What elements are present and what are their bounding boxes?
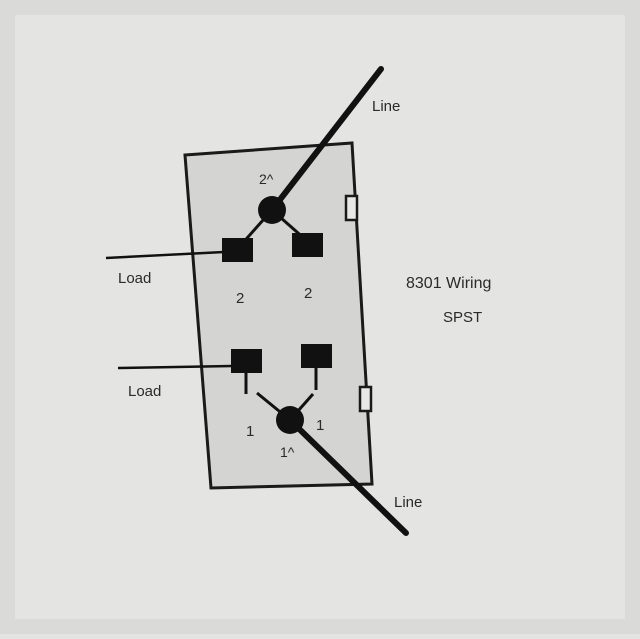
- line-label-top: Line: [372, 98, 400, 115]
- terminal-2-left: [222, 238, 253, 262]
- mounting-tab-bottom: [358, 385, 373, 413]
- line-wire-top: [269, 66, 384, 213]
- diagram-subtitle: SPST: [443, 309, 482, 326]
- terminal-1-right: [301, 344, 332, 368]
- switch-body: [183, 141, 374, 490]
- line-wire-bottom: [287, 417, 409, 536]
- terminal-2-right-label: 2: [304, 285, 312, 302]
- load-wire-bottom: [117, 364, 233, 370]
- load-wire-top: [105, 250, 225, 260]
- diagram-title: 8301 Wiring: [406, 275, 491, 292]
- switch-housing: [183, 141, 374, 490]
- mounting-tab-top: [344, 194, 359, 222]
- line-label-bottom: Line: [394, 494, 422, 511]
- common-terminal-1: [276, 406, 304, 434]
- terminal-2-left-label: 2: [236, 290, 244, 307]
- common-terminal-2: [258, 196, 286, 224]
- terminal-1-right-label: 1: [316, 417, 324, 434]
- terminal-2-right: [292, 233, 323, 257]
- terminal-1-left-label: 1: [246, 423, 254, 440]
- terminal-1-left: [231, 349, 262, 373]
- load-label-bottom: Load: [128, 383, 161, 400]
- terminal-2-caret-label: 2^: [259, 171, 274, 187]
- terminal-1-caret-label: 1^: [280, 444, 295, 460]
- load-label-top: Load: [118, 270, 151, 287]
